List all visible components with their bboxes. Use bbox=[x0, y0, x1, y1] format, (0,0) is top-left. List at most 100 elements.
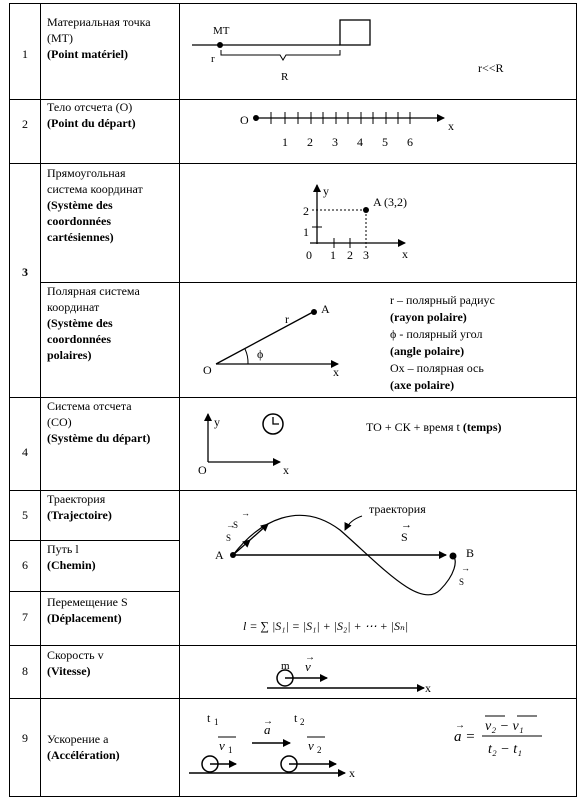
term-title: Полярная система координат bbox=[47, 284, 140, 314]
term-title: Система отсчета (СО) bbox=[47, 399, 132, 429]
row-number: 6 bbox=[22, 558, 28, 572]
displacement-label: S bbox=[401, 530, 408, 544]
col-divider bbox=[40, 3, 41, 797]
x-axis-label: x bbox=[425, 681, 431, 695]
legend-line: ϕ - полярный угол bbox=[390, 327, 483, 341]
term-subtitle: (Point matériel) bbox=[47, 47, 128, 61]
origin-label: O bbox=[198, 463, 207, 477]
polar-figure: A r ϕ O x bbox=[203, 302, 339, 379]
tick-label: 2 bbox=[307, 135, 313, 149]
formula-text: ТО + СК + время t bbox=[366, 420, 460, 434]
acceleration-figure: t 1 t 2 a → v 1 v 2 x a = → v₂ − v₁ t₂ −… bbox=[189, 711, 542, 780]
row-divider bbox=[9, 163, 576, 164]
legend-line: (angle polaire) bbox=[390, 344, 465, 358]
term-cell: Материальная точка (МТ) (Point matériel) bbox=[47, 14, 157, 62]
term-cell: Скорость v (Vitesse) bbox=[47, 647, 172, 679]
x-axis-label: x bbox=[448, 119, 454, 133]
vector-arrow: → bbox=[401, 519, 412, 531]
row-divider bbox=[9, 645, 576, 646]
row-number: 8 bbox=[22, 664, 28, 678]
tick-label: 4 bbox=[357, 135, 363, 149]
tick-label: 6 bbox=[407, 135, 413, 149]
clock-icon bbox=[262, 413, 284, 435]
s2-label: S bbox=[233, 520, 238, 530]
point-A-label: A bbox=[321, 302, 330, 316]
x-axis-label: x bbox=[402, 247, 408, 261]
material-point-figure: МТ r R r<<R bbox=[192, 19, 504, 83]
accel-label: a bbox=[264, 722, 271, 737]
term-title: Ускорение a bbox=[47, 732, 109, 746]
vector-arrow: → bbox=[241, 508, 250, 518]
x-axis-label: x bbox=[349, 766, 355, 780]
vector-arrow: → bbox=[305, 652, 315, 663]
t1-label: t bbox=[207, 711, 211, 725]
tick-label: 1 bbox=[282, 135, 288, 149]
origin-label: O bbox=[240, 113, 249, 127]
term-subtitle: (Point du départ) bbox=[47, 116, 136, 130]
term-title: Материальная точка (МТ) bbox=[47, 15, 151, 45]
tick-label: 2 bbox=[347, 248, 353, 262]
origin-label: O bbox=[203, 363, 212, 377]
x-axis-label: x bbox=[283, 463, 289, 477]
row-number: 1 bbox=[22, 47, 28, 61]
term-subtitle: (Vitesse) bbox=[47, 664, 91, 678]
term-title: Скорость v bbox=[47, 648, 104, 662]
term-cell: Тело отсчета (О) (Point du départ) bbox=[47, 99, 157, 131]
row-divider bbox=[9, 591, 179, 592]
accel-formula-den: t₂ − t₁ bbox=[488, 742, 522, 757]
origin-label: 0 bbox=[306, 248, 312, 262]
row-number: 9 bbox=[22, 731, 28, 745]
reference-body-figure: O x 1 2 3 4 5 6 bbox=[240, 112, 454, 149]
r-label: r bbox=[211, 53, 215, 65]
point-A-label: A bbox=[215, 548, 224, 562]
term-subtitle: (Chemin) bbox=[47, 558, 96, 572]
y-axis-label: y bbox=[323, 184, 329, 198]
term-cell: Полярная система координат (Système des … bbox=[47, 283, 157, 363]
vector-arrow: → bbox=[455, 720, 465, 731]
term-cell: Перемещение S (Déplacement) bbox=[47, 594, 172, 626]
phi-label: ϕ bbox=[257, 347, 263, 361]
vector-arrow: → bbox=[263, 716, 273, 727]
velocity-label: v bbox=[305, 659, 311, 674]
row-number: 3 bbox=[22, 265, 28, 279]
term-cell: Прямоугольная система координат (Système… bbox=[47, 165, 157, 245]
col-divider bbox=[9, 3, 10, 797]
tick-label: 1 bbox=[303, 225, 309, 239]
point-B-label: B bbox=[466, 546, 474, 560]
term-subtitle: (Accélération) bbox=[47, 748, 120, 762]
term-title: Прямоугольная система координат bbox=[47, 166, 143, 196]
vector-arrow: → bbox=[461, 563, 470, 573]
term-cell: Траектория (Trajectoire) bbox=[47, 491, 172, 523]
legend-line: (rayon polaire) bbox=[390, 310, 467, 324]
row-divider bbox=[9, 540, 179, 541]
mass-label: m bbox=[281, 660, 290, 672]
term-subtitle: (Système des coordonnées cartésiennes) bbox=[47, 198, 114, 244]
tick-label: 1 bbox=[330, 248, 336, 262]
tick-label: 3 bbox=[332, 135, 338, 149]
term-subtitle: (Déplacement) bbox=[47, 611, 122, 625]
y-axis-label: y bbox=[214, 415, 220, 429]
row-number: 7 bbox=[22, 610, 28, 624]
row-divider bbox=[9, 99, 576, 100]
term-subtitle: (Système du départ) bbox=[47, 431, 151, 445]
r-label: r bbox=[285, 312, 289, 326]
polar-legend: r – полярный радиус (rayon polaire) ϕ - … bbox=[390, 292, 495, 394]
col-divider bbox=[576, 3, 577, 797]
row-divider bbox=[9, 3, 576, 4]
cartesian-figure: y x 0 1 2 3 1 2 A (3,2) bbox=[303, 184, 408, 262]
point-label: A (3,2) bbox=[373, 195, 407, 209]
reference-formula: ТО + СК + время t (temps) bbox=[366, 419, 501, 436]
x-axis-label: x bbox=[333, 365, 339, 379]
trajectory-label: траектория bbox=[369, 502, 426, 516]
v1-label: v bbox=[219, 738, 225, 753]
subscript: 2 bbox=[300, 717, 305, 727]
legend-line: (axe polaire) bbox=[390, 378, 455, 392]
legend-line: Ox – полярная ось bbox=[390, 361, 484, 375]
row-number: 4 bbox=[22, 445, 28, 459]
R-label: R bbox=[281, 71, 289, 83]
term-title: Тело отсчета (О) bbox=[47, 100, 133, 114]
row-divider bbox=[9, 796, 576, 797]
v2-label: v bbox=[308, 738, 314, 753]
row-divider bbox=[9, 698, 576, 699]
